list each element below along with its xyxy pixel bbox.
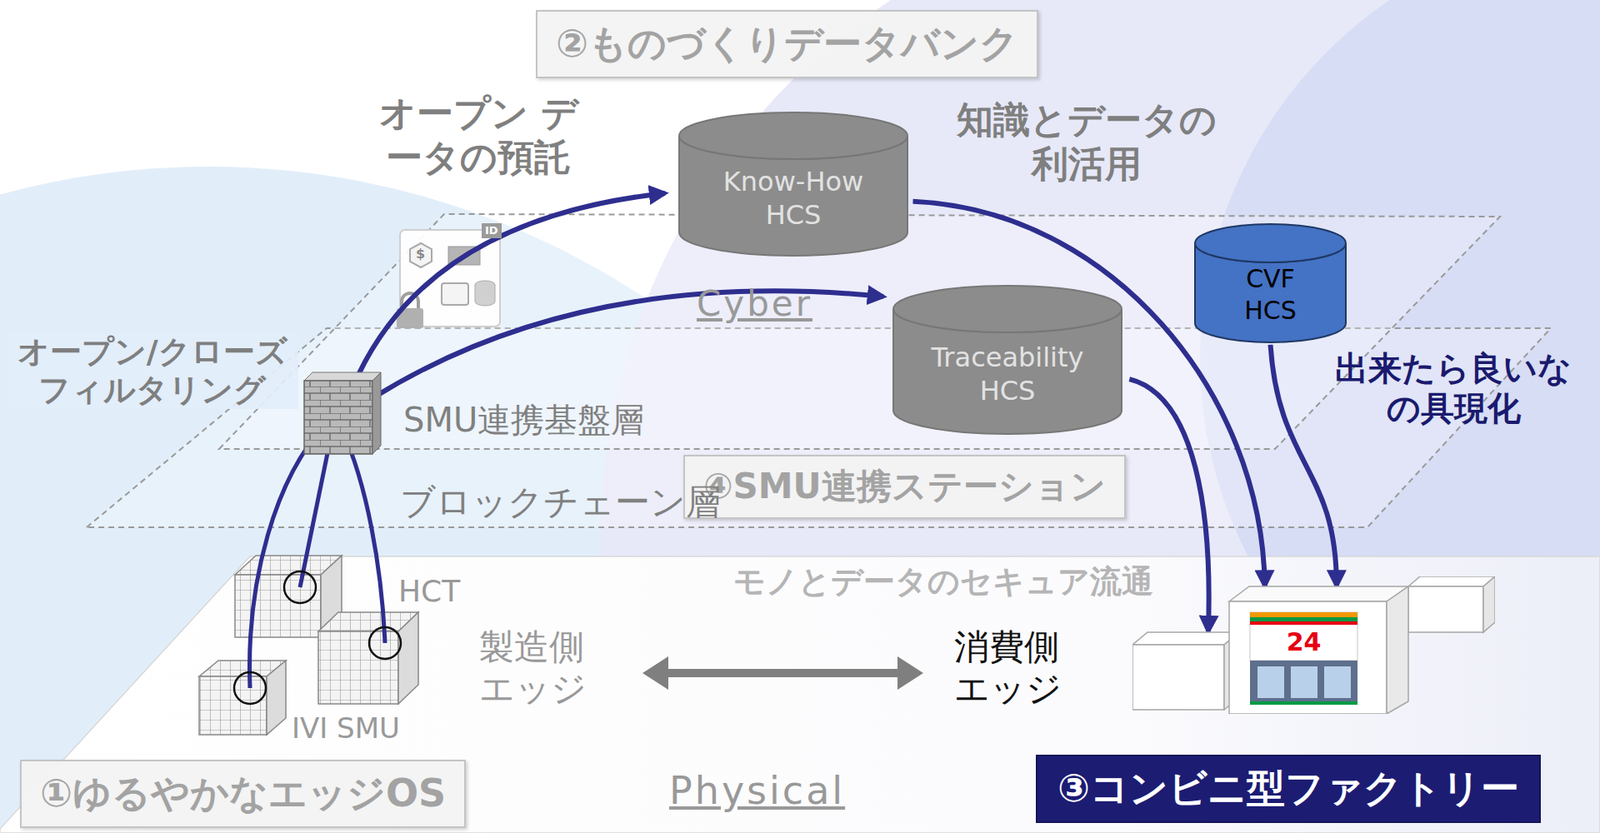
- title-box: ④SMU連携ステーション: [683, 455, 1126, 520]
- sign-stripe: [1250, 701, 1358, 705]
- store-door: [1257, 666, 1285, 699]
- database-cylinder: Know-How HCS: [678, 112, 909, 256]
- store-door: [1290, 666, 1318, 699]
- convenience-store: 24: [1132, 576, 1495, 715]
- box-title: ①ゆるやかなエッジOS: [40, 770, 446, 819]
- layer-name: Physical: [669, 768, 845, 815]
- process-note: 知識とデータの 利活用: [955, 98, 1220, 187]
- cylinder-top: [893, 285, 1122, 333]
- device-name: HCT: [398, 573, 460, 610]
- cylinder-top: [679, 112, 908, 160]
- smu-cubes: [199, 555, 419, 735]
- icon-symbol: $: [415, 245, 425, 262]
- cylinder-top: [1195, 224, 1346, 263]
- goal-note: 出来たら良いな の具現化: [1333, 348, 1574, 429]
- store-door: [1324, 666, 1351, 699]
- title-box: ②ものづくりデータバンク: [535, 10, 1039, 79]
- device-name: IVI SMU: [291, 711, 400, 746]
- cylinder-label-area: Know-How HCS: [678, 112, 909, 256]
- side-box: [1483, 576, 1495, 633]
- database-cylinder: Traceability HCS: [892, 285, 1123, 435]
- cylinder-label: CVF HCS: [1229, 263, 1313, 326]
- box-title: ④SMU連携ステーション: [703, 465, 1106, 510]
- store-building: [1229, 586, 1409, 602]
- process-note: オープン データの預託: [365, 91, 593, 180]
- edge-markers: [234, 571, 401, 705]
- physical-plane: [0, 556, 1600, 833]
- cylinder-label: Traceability HCS: [918, 340, 1098, 408]
- sign-stripe: [1250, 621, 1358, 625]
- layer-name: SMU連携基盤層: [403, 400, 645, 440]
- store-sign: [1250, 612, 1358, 661]
- icon-tag: ID: [481, 223, 502, 239]
- edge-name: 製造側 エッジ: [479, 626, 591, 711]
- edge-name: 消費側 エッジ: [954, 626, 1066, 711]
- process-note: オープン/クローズ フィルタリング: [6, 333, 299, 410]
- store-sign-number: 24: [1250, 625, 1358, 660]
- sign-stripe: [1250, 617, 1358, 622]
- cylinder-label-area: CVF HCS: [1194, 224, 1347, 343]
- uplink-lines: [250, 420, 385, 689]
- title-box: ①ゆるやかなエッジOS: [20, 760, 466, 829]
- side-box: [1408, 586, 1484, 633]
- side-box: [1132, 632, 1240, 645]
- box-title: ③コンビニ型ファクトリー: [1057, 765, 1520, 814]
- cylinder-label: Know-How HCS: [718, 165, 869, 232]
- layer-name: ブロックチェーン層: [400, 481, 721, 524]
- flow-arrow: [1270, 345, 1337, 587]
- layer-name: Cyber: [696, 283, 813, 325]
- side-box: [1408, 576, 1495, 587]
- store-front: [1250, 660, 1358, 702]
- store-building: [1229, 601, 1387, 715]
- flow-note: モノとデータのセキュア流通: [733, 563, 1154, 602]
- side-box: [1132, 645, 1225, 710]
- box-title: ②ものづくりデータバンク: [555, 20, 1019, 69]
- database-cylinder: CVF HCS: [1194, 224, 1347, 343]
- sign-stripe: [1250, 612, 1358, 618]
- cylinder-label-area: Traceability HCS: [892, 285, 1123, 435]
- firewall-icon: [304, 372, 381, 455]
- highlight-box: ③コンビニ型ファクトリー: [1035, 755, 1541, 824]
- store-building: [1386, 586, 1409, 715]
- exchange-arrow: [642, 656, 924, 690]
